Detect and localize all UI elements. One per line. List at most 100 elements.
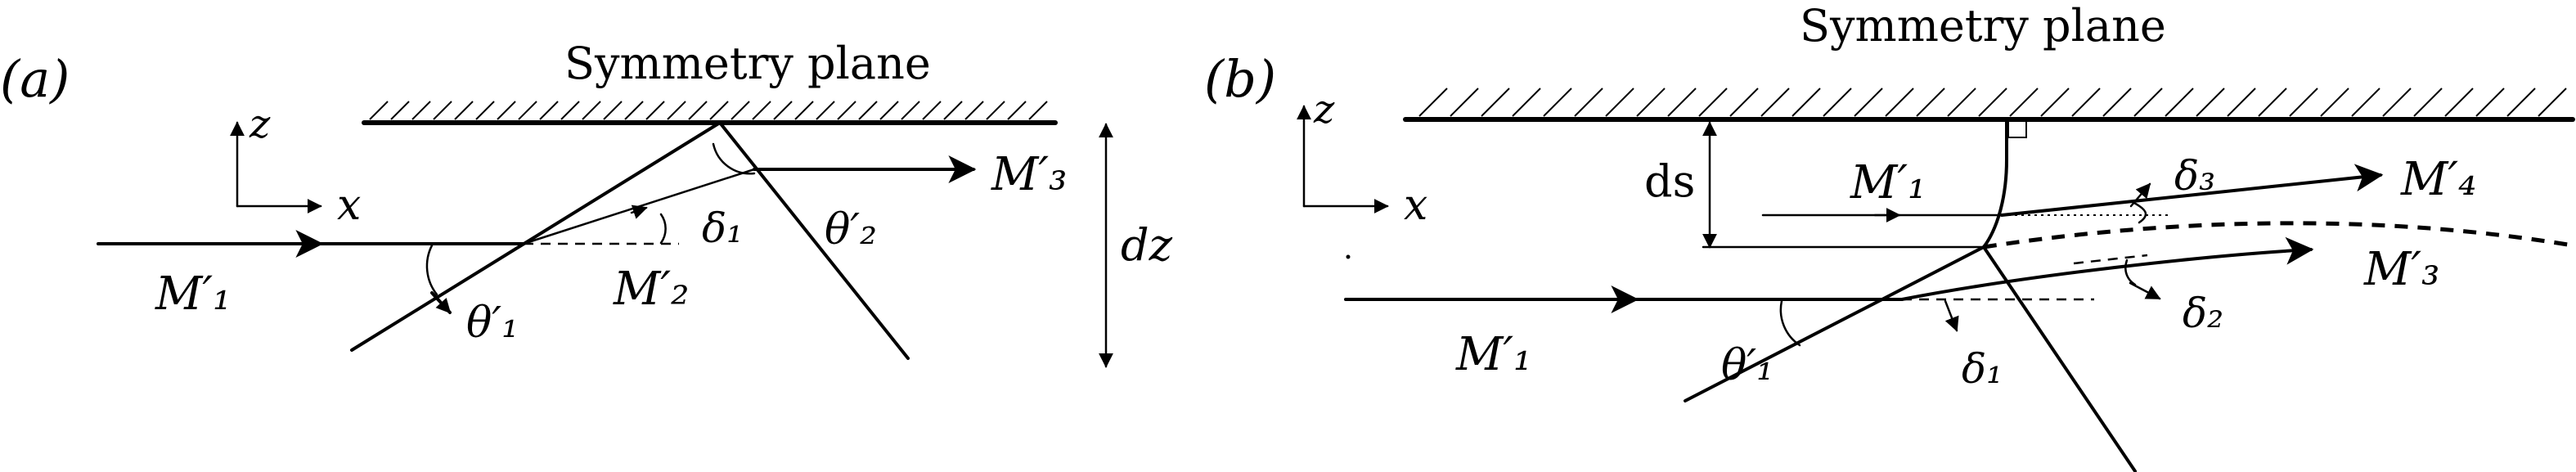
deflected-stream-b	[1900, 236, 2314, 301]
hatch-stroke	[1698, 88, 1728, 117]
dz-label: dz	[1121, 219, 1173, 271]
hatch-stroke	[454, 101, 474, 120]
hatch-stroke	[2351, 88, 2380, 117]
slip-line	[1983, 221, 2574, 249]
hatch-stroke	[1605, 88, 1634, 117]
hatch-stroke	[390, 101, 410, 120]
hatch-stroke	[1481, 88, 1510, 117]
m1-label-a: M′₁	[155, 267, 232, 321]
deflected-chevron-a	[630, 205, 648, 219]
hatch-stroke	[1854, 88, 1883, 117]
hatch-stroke	[2133, 88, 2163, 117]
delta1-label-b: δ₁	[1962, 345, 2003, 393]
hatch-stroke	[1007, 101, 1027, 120]
hatch-stroke	[901, 101, 920, 120]
incident-shock-a	[350, 121, 722, 352]
theta1-arc-a	[425, 244, 438, 296]
symmetry-wall-b	[1403, 88, 2575, 122]
incident-shock-b	[1684, 245, 1985, 402]
wall-hatching-b	[1418, 88, 2567, 117]
panel-a: (a) Symmetry plane z x M′₁ M′₃	[0, 38, 1173, 368]
hatch-stroke	[964, 101, 984, 120]
symmetry-wall-a	[362, 101, 1058, 125]
hatch-stroke	[1947, 88, 1976, 117]
right-angle-mark	[2007, 119, 2027, 138]
hatch-stroke	[794, 101, 814, 120]
reflected-shock-a	[718, 121, 910, 360]
delta3-arrow	[2129, 182, 2151, 208]
hatch-stroke	[2102, 88, 2132, 117]
x-label-a: x	[337, 181, 361, 230]
hatch-stroke	[1512, 88, 1541, 117]
panel-b-title: Symmetry plane	[1800, 0, 2166, 52]
theta2-label-a: θ′₂	[825, 205, 877, 254]
hatch-stroke	[2444, 88, 2474, 117]
hatch-stroke	[943, 101, 963, 120]
theta1-label-b: θ′₁	[1721, 341, 1774, 390]
hatch-stroke	[1028, 101, 1048, 120]
hatch-stroke	[2320, 88, 2349, 117]
m4-label-b: M′₄	[2400, 153, 2477, 206]
axes-b: z x	[1297, 87, 1427, 230]
hatch-stroke	[2040, 88, 2070, 117]
delta1-arrow-b	[1944, 299, 1959, 332]
hatch-stroke	[1978, 88, 2007, 117]
m2-label-a: M′₂	[613, 263, 690, 316]
hatch-stroke	[816, 101, 835, 120]
ds-text: ds	[1644, 155, 1695, 207]
hatch-stroke	[645, 101, 665, 120]
hatch-stroke	[2258, 88, 2287, 117]
hatch-stroke	[433, 101, 452, 120]
hatch-stroke	[2165, 88, 2194, 117]
hatch-stroke	[1543, 88, 1572, 117]
hatch-stroke	[667, 101, 686, 120]
z-label-a: z	[249, 101, 271, 147]
hatch-stroke	[1823, 88, 1852, 117]
ds-label: ds	[1644, 155, 1695, 207]
wall-hatching-a	[369, 101, 1048, 120]
hatch-stroke	[2196, 88, 2225, 117]
hatch-stroke	[879, 101, 899, 120]
m1-upper-label-b: M′₁	[1850, 156, 1926, 209]
hatch-stroke	[2538, 88, 2567, 117]
hatch-stroke	[858, 101, 878, 120]
delta1-label-a: δ₁	[702, 205, 743, 252]
hatch-stroke	[837, 101, 856, 120]
theta1-arc-b	[1779, 299, 1801, 347]
hatch-stroke	[1760, 88, 1790, 117]
hatch-stroke	[731, 101, 750, 120]
hatch-stroke	[518, 101, 537, 120]
panel-b-label: (b)	[1204, 49, 1276, 109]
hatch-stroke	[752, 101, 771, 120]
panel-a-title: Symmetry plane	[564, 38, 931, 89]
hatch-stroke	[986, 101, 1005, 120]
mach-stem	[1982, 119, 2008, 249]
delta2-reference	[2073, 254, 2148, 265]
hatch-stroke	[2475, 88, 2505, 117]
hatch-stroke	[1574, 88, 1603, 117]
hatch-stroke	[1667, 88, 1697, 117]
hatch-stroke	[539, 101, 559, 120]
hatch-stroke	[369, 101, 389, 120]
hatch-stroke	[560, 101, 580, 120]
hatch-stroke	[2009, 88, 2039, 117]
delta3-curl	[2131, 200, 2147, 224]
hatch-stroke	[1418, 88, 1448, 117]
hatch-stroke	[2413, 88, 2443, 117]
axes-a: z x	[230, 101, 361, 230]
hatch-stroke	[2227, 88, 2256, 117]
theta1-arrow-a	[430, 291, 452, 314]
hatch-stroke	[1450, 88, 1479, 117]
panel-b: (b) Symmetry plane z x ds M′₁	[1204, 0, 2575, 472]
panel-a-label: (a)	[0, 49, 70, 109]
z-label-b: z	[1313, 87, 1335, 133]
hatch-stroke	[2382, 88, 2412, 117]
delta2-label-b: δ₂	[2183, 290, 2223, 337]
hatch-stroke	[2289, 88, 2318, 117]
hatch-stroke	[475, 101, 495, 120]
delta3-label-b: δ₃	[2174, 152, 2215, 200]
hatch-stroke	[688, 101, 708, 120]
m3-label-b: M′₃	[2363, 243, 2440, 296]
delta2-arrow	[2129, 281, 2161, 300]
